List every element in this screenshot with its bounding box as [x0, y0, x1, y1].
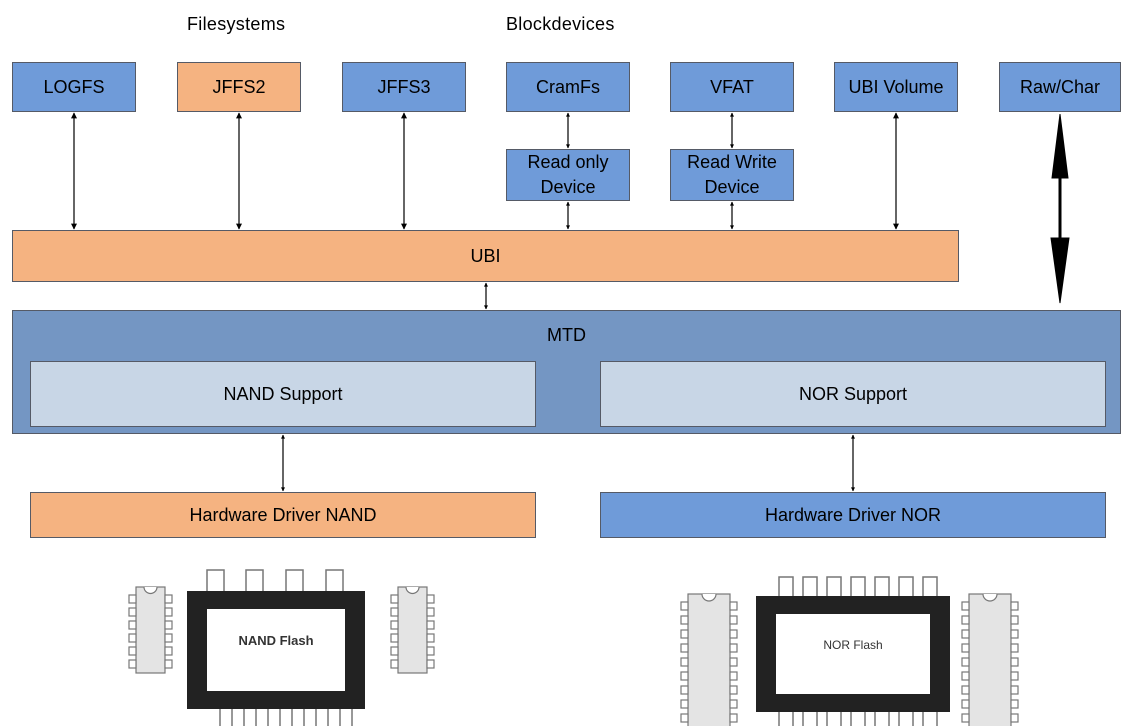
nand-flash-chip-illustration — [128, 569, 435, 726]
hw-driver-nand-box: Hardware Driver NAND — [30, 492, 536, 538]
read-write-device-box: Read Write Device — [670, 149, 794, 201]
hw-driver-nor-box: Hardware Driver NOR — [600, 492, 1106, 538]
mtd-label: MTD — [547, 325, 586, 345]
nor-flash-chip-illustration — [680, 576, 1019, 726]
vfat-box: VFAT — [670, 62, 794, 112]
raw-char-box: Raw/Char — [999, 62, 1121, 112]
jffs3-box: JFFS3 — [342, 62, 466, 112]
nand-support-box: NAND Support — [30, 361, 536, 427]
read-only-device-box: Read only Device — [506, 149, 630, 201]
jffs2-box: JFFS2 — [177, 62, 301, 112]
nor-flash-label: NOR Flash — [823, 638, 883, 652]
logfs-box: LOGFS — [12, 62, 136, 112]
ubi-layer: UBI — [12, 230, 959, 282]
ubi-volume-box: UBI Volume — [834, 62, 958, 112]
raw-char-mtd-arrow — [1050, 113, 1070, 304]
nand-flash-label: NAND Flash — [238, 633, 314, 648]
filesystems-heading: Filesystems — [187, 14, 286, 34]
blockdevices-heading: Blockdevices — [506, 14, 615, 34]
cramfs-box: CramFs — [506, 62, 630, 112]
nor-support-box: NOR Support — [600, 361, 1106, 427]
